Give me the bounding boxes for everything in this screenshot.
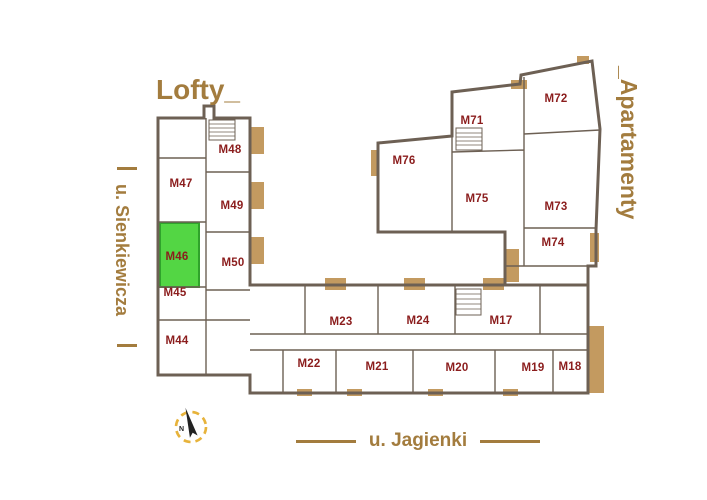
compass-circle bbox=[174, 410, 208, 444]
unit-label-m19[interactable]: M19 bbox=[521, 362, 545, 374]
compass-needle-icon bbox=[185, 407, 198, 438]
lofty-building-outline bbox=[156, 104, 590, 395]
unit-label-m22[interactable]: M22 bbox=[297, 358, 321, 370]
unit-label-m47[interactable]: M47 bbox=[169, 178, 193, 190]
unit-label-m17[interactable]: M17 bbox=[489, 315, 513, 327]
unit-label-m50[interactable]: M50 bbox=[221, 257, 245, 269]
unit-label-m72[interactable]: M72 bbox=[544, 93, 568, 105]
unit-label-m44[interactable]: M44 bbox=[165, 335, 189, 347]
unit-label-m21[interactable]: M21 bbox=[365, 361, 389, 373]
unit-label-m75[interactable]: M75 bbox=[465, 193, 489, 205]
unit-label-m71[interactable]: M71 bbox=[460, 115, 484, 127]
unit-label-m49[interactable]: M49 bbox=[220, 200, 244, 212]
interior-walls bbox=[158, 77, 601, 393]
unit-label-m73[interactable]: M73 bbox=[544, 201, 568, 213]
unit-label-m24[interactable]: M24 bbox=[406, 315, 430, 327]
compass: N bbox=[174, 407, 208, 444]
building-title-apartamenty: _Apartamenty bbox=[616, 66, 642, 220]
street-left-bar-bottom bbox=[117, 344, 137, 347]
unit-label-m48[interactable]: M48 bbox=[218, 144, 242, 156]
balconies bbox=[251, 56, 604, 396]
unit-label-m45[interactable]: M45 bbox=[163, 287, 187, 299]
street-label-jagienki: u. Jagienki bbox=[368, 430, 468, 451]
unit-label-m18[interactable]: M18 bbox=[558, 361, 582, 373]
stairs-left-wing bbox=[208, 119, 236, 141]
unit-label-m23[interactable]: M23 bbox=[329, 316, 353, 328]
stairs-apartamenty bbox=[455, 127, 483, 151]
street-bottom-bar-left bbox=[296, 439, 356, 443]
street-left-bar-top bbox=[117, 167, 137, 170]
street-label-sienkiewicza: u. Sienkiewicza bbox=[112, 184, 132, 317]
stairs-bottom-wing bbox=[455, 288, 482, 316]
street-bottom-bar-right bbox=[480, 439, 541, 443]
apartamenty-building-outline bbox=[376, 59, 602, 287]
unit-label-m74[interactable]: M74 bbox=[541, 237, 565, 249]
unit-label-m46[interactable]: M46 bbox=[165, 251, 189, 263]
street-bottom-row: u. Jagienki bbox=[296, 430, 541, 452]
building-title-lofty: Lofty_ bbox=[156, 74, 240, 105]
unit-label-m76[interactable]: M76 bbox=[392, 155, 416, 167]
unit-label-m20[interactable]: M20 bbox=[445, 362, 469, 374]
compass-north-label: N bbox=[179, 426, 184, 433]
